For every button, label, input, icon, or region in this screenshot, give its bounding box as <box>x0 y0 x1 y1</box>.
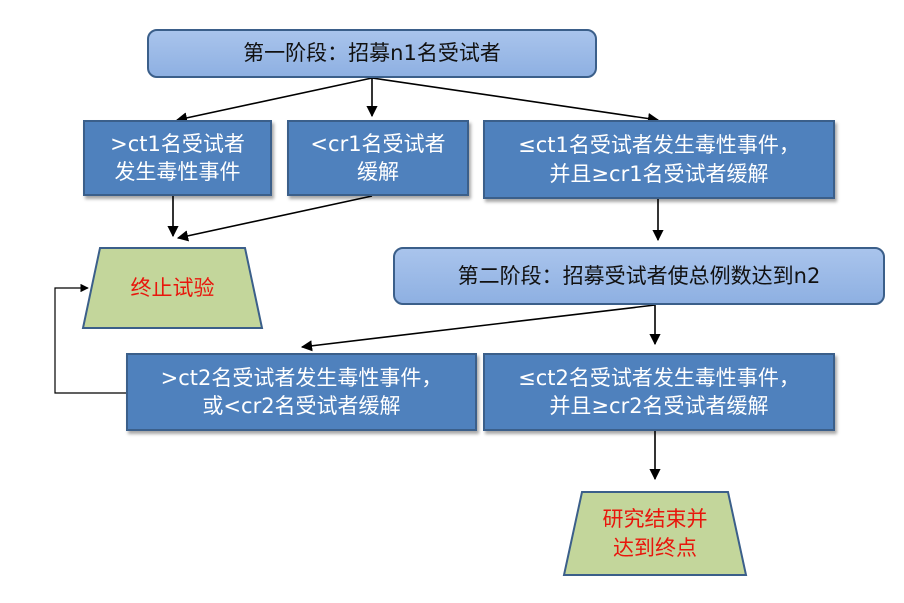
arrow-stage1-to-continue <box>371 77 660 125</box>
stage1-box: 第一阶段：招募n1名受试者 <box>147 29 597 78</box>
branch-continue-label: ≤ct1名受试者发生毒性事件， 并且≥cr1名受试者缓解 <box>518 133 800 186</box>
arrow-remission-to-terminate <box>176 195 373 242</box>
stage2-label: 第二阶段：招募受试者使总例数达到n2 <box>457 263 821 288</box>
branch-toxic-box: >ct1名受试者 发生毒性事件 <box>83 120 272 196</box>
arrow-stage2-to-fail <box>300 304 656 352</box>
terminate-trapezoid <box>81 247 264 329</box>
branch-toxic-label: >ct1名受试者 发生毒性事件 <box>110 131 245 184</box>
terminate-label: 终止试验 <box>130 275 215 300</box>
branch-remission-label: <cr1名受试者 缓解 <box>310 131 446 184</box>
branch-continue-box: ≤ct1名受试者发生毒性事件， 并且≥cr1名受试者缓解 <box>483 120 835 199</box>
stage2-fail-box: >ct2名受试者发生毒性事件， 或<cr2名受试者缓解 <box>126 353 477 431</box>
stage2-box: 第二阶段：招募受试者使总例数达到n2 <box>393 247 885 305</box>
branch-remission-box: <cr1名受试者 缓解 <box>287 120 469 196</box>
stage2-fail-label: >ct2名受试者发生毒性事件， 或<cr2名受试者缓解 <box>160 365 443 418</box>
stage1-label: 第一阶段：招募n1名受试者 <box>243 41 501 66</box>
endpoint-trapezoid <box>562 491 748 576</box>
endpoint-label: 研究结束并 达到终点 <box>602 507 708 560</box>
arrow-fail-to-terminate <box>54 283 126 394</box>
stage2-pass-label: ≤ct2名受试者发生毒性事件， 并且≥cr2名受试者缓解 <box>518 365 800 418</box>
arrow-stage1-to-toxic <box>175 77 373 124</box>
stage2-pass-box: ≤ct2名受试者发生毒性事件， 并且≥cr2名受试者缓解 <box>483 353 835 431</box>
